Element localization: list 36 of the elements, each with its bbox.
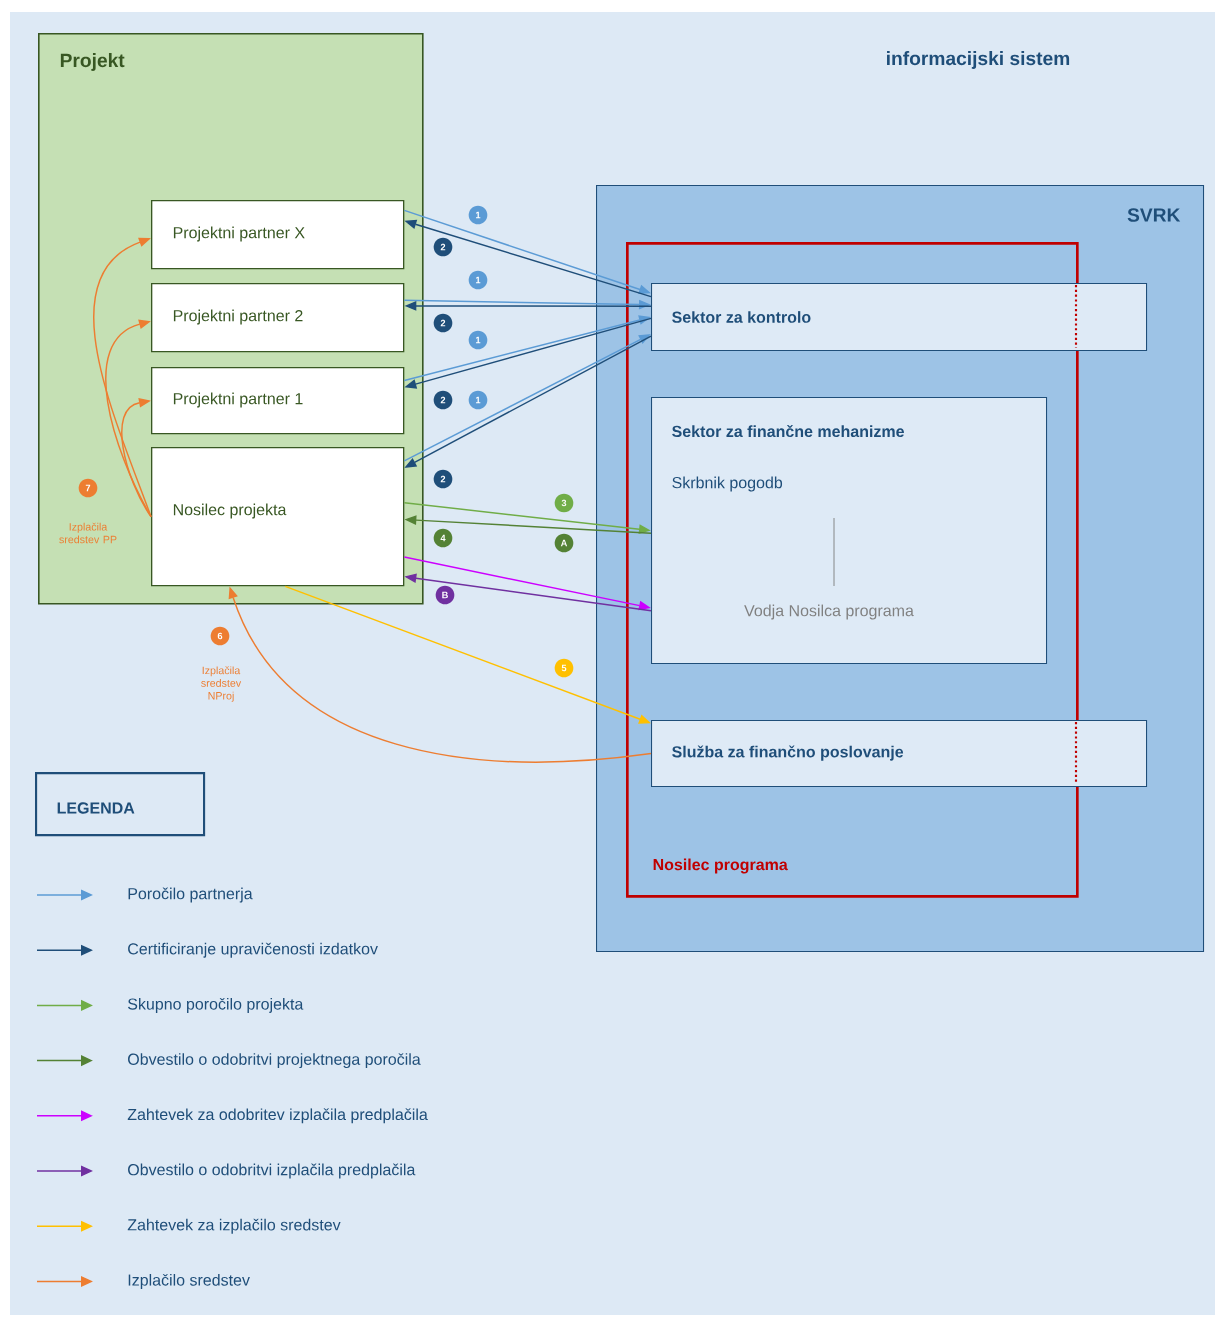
edge-label: 4 — [433, 528, 453, 548]
edge-label: 2 — [433, 390, 453, 410]
department-box: Sektor za kontrolo — [651, 283, 1148, 352]
edge-label: 1 — [468, 330, 488, 350]
legend-label: Skupno poročilo projekta — [128, 997, 304, 1013]
department-box: Sektor za finančne mehanizme Skrbnik pogodb Vodja Nosilca programa — [651, 397, 1048, 665]
legend-label: Izplačilo sredstev — [128, 1273, 250, 1289]
legend-label: Zahtevek za izplačilo sredstev — [127, 1218, 341, 1234]
legend-label: Obvestilo o odobritvi izplačila predplačila — [128, 1163, 416, 1179]
edge-label: 5 — [554, 658, 574, 678]
legend-label: Obvestilo o odobritvi projektnega poročila — [128, 1053, 421, 1069]
edge-label: 2 — [433, 313, 453, 333]
diagram-title: informacijski sistem — [887, 51, 1070, 69]
legend-label: Poročilo partnerja — [128, 887, 253, 903]
arrow — [121, 397, 152, 518]
edge-label: 1 — [468, 390, 488, 410]
process-box: Projektni partner 1 — [151, 367, 405, 435]
edge-label: 7 — [78, 478, 98, 498]
edge-label: 1 — [468, 270, 488, 290]
arrow — [105, 319, 152, 518]
process-box: Nosilec projekta — [151, 447, 405, 587]
edge-label: 6 — [210, 626, 230, 646]
step-badge: A — [554, 533, 574, 553]
edge-label: 2 — [433, 237, 453, 257]
legend-label: Zahtevek za odobritev izplačila predplačila — [127, 1108, 428, 1124]
edge-label: 3 — [554, 493, 574, 513]
process-box: Projektni partner 2 — [151, 283, 405, 353]
process-box: Projektni partner X — [151, 200, 405, 270]
note-text: Izplačila sredstev NProj — [201, 666, 242, 702]
edge-label: 1 — [468, 205, 488, 225]
edge-label: B — [435, 585, 455, 605]
note-text: Izplačila sredstev PP — [59, 522, 117, 544]
department-box: Služba za finančno poslovanje — [651, 720, 1148, 788]
legend-heading-box: LEGENDA — [35, 772, 206, 837]
legend-label: Certificiranje upravičenosti izdatkov — [128, 942, 378, 958]
edge-label: 2 — [433, 469, 453, 489]
